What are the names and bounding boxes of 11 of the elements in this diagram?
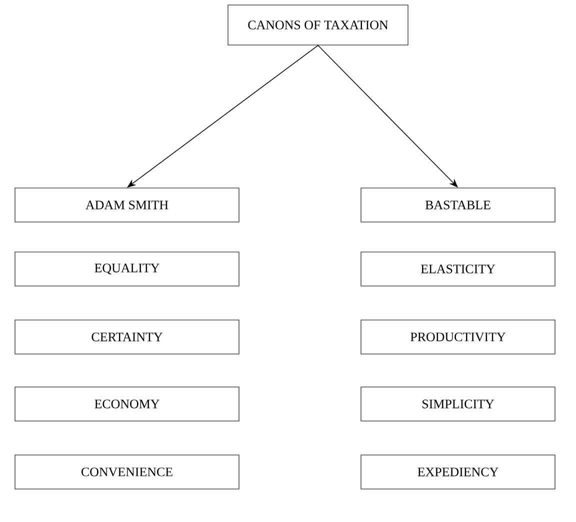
label-box: EXPEDIENCY [360,454,556,490]
label-box: CERTAINTY [14,320,240,354]
label-box: SIMPLICITY [360,386,556,422]
label-box: ADAM SMITH [14,188,240,222]
label-box: CONVENIENCE [14,454,240,490]
label-box: EQUALITY [14,252,240,286]
label-box: ECONOMY [14,386,240,422]
label-box: CANONS OF TAXATION [228,4,408,46]
label-box: PRODUCTIVITY [360,320,556,354]
label-box: BASTABLE [360,188,556,222]
label-box: ELASTICITY [360,252,556,286]
